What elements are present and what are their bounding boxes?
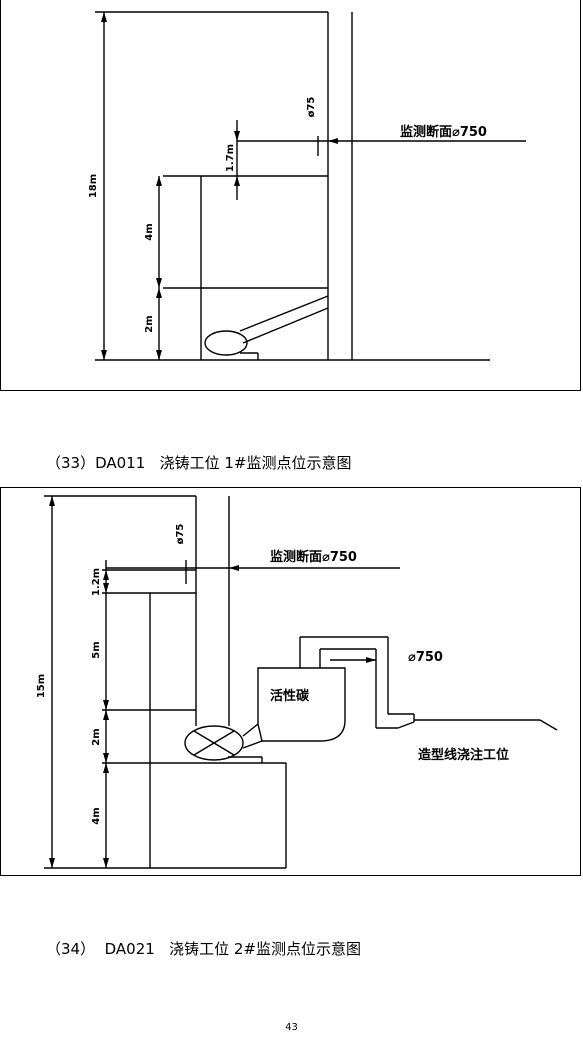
figure-1-frame [0,0,581,391]
dim-gap-top: 1.7m [225,144,236,172]
dim-gap-top: 1.2m [91,568,102,596]
dim-segment-low: 2m [144,315,155,332]
dim-height-total: 15m [36,674,47,698]
dim-height-total: 18m [88,174,99,198]
figure-1-diagram: 18m 1.7m 4m 2m ø75 监测断面⌀750 [88,11,526,361]
page-number: 43 [285,1022,298,1033]
figure-2-frame [0,487,581,876]
section-label: 监测断面⌀750 [270,549,357,565]
figure-2-caption: （34） DA021 浇铸工位 2#监测点位示意图 [46,940,361,958]
dim-segment-2: 2m [91,728,102,745]
pipe-diameter-label: ø75 [175,524,186,545]
activated-carbon-label: 活性碳 [270,688,310,704]
dim-segment-1: 5m [91,641,102,658]
figure-1-caption: （33）DA011 浇铸工位 1#监测点位示意图 [46,454,352,472]
dim-segment-mid: 4m [144,223,155,240]
section-label: 监测断面⌀750 [400,124,487,140]
dim-segment-3: 4m [91,807,102,824]
workstation-label: 造型线浇注工位 [418,747,509,763]
pipe-diameter-label: ø75 [306,97,317,118]
inlet-pipe-diameter: ⌀750 [408,650,443,665]
